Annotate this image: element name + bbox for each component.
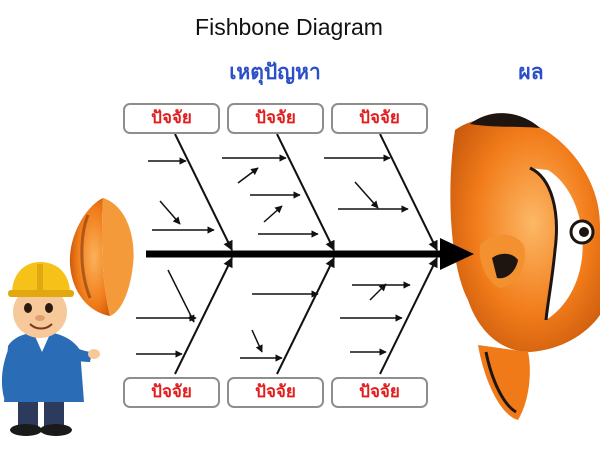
clownfish-head-icon [450,113,600,420]
sub-cause-arrows [136,154,411,362]
factor-box-top-2: ปัจจัย [227,103,324,134]
engineer-character-icon [1,262,100,436]
factor-box-top-3: ปัจจัย [331,103,428,134]
fish-tail-icon [69,198,134,316]
cause-heading: เหตุปัญหา [229,60,321,84]
fishbone-spine [146,238,474,270]
factor-box-top-1: ปัจจัย [123,103,220,134]
factor-box-bottom-3: ปัจจัย [331,377,428,408]
factor-box-bottom-1: ปัจจัย [123,377,220,408]
fishbone-bones [174,133,438,375]
effect-heading: ผล [518,60,544,84]
page-title: Fishbone Diagram [195,14,383,40]
factor-box-bottom-2: ปัจจัย [227,377,324,408]
